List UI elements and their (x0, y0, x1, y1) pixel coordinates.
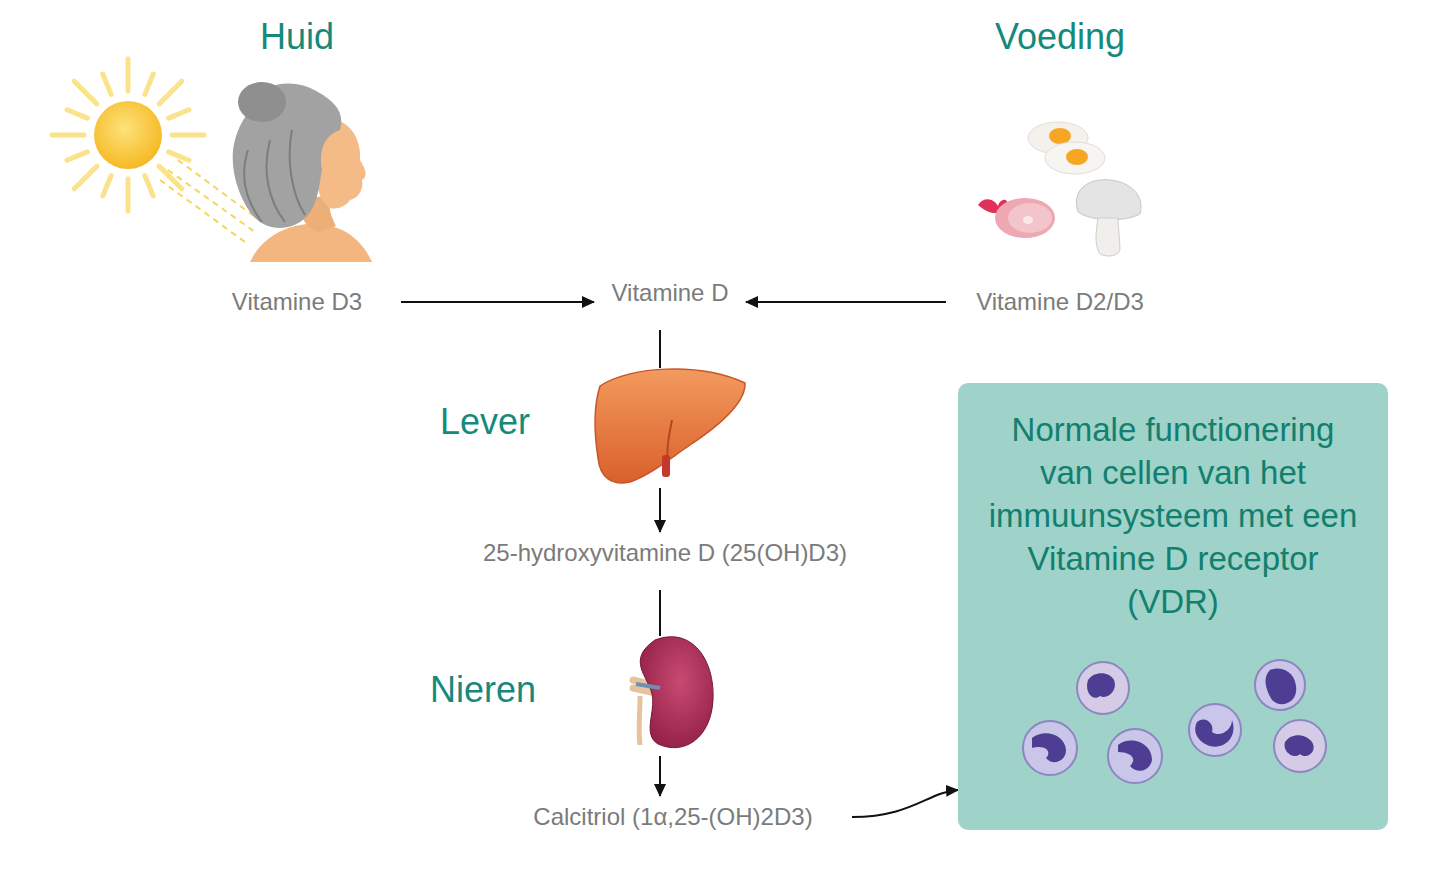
node-text: Nieren (430, 669, 536, 711)
woman-figure (233, 82, 372, 262)
organ-step: Nieren (430, 628, 720, 752)
flow-arrow (401, 301, 594, 303)
node-text: Lever (440, 401, 530, 443)
kidney (633, 637, 713, 748)
flow-label: 25-hydroxyvitamine D (25(OH)D3) (440, 534, 890, 572)
liver (595, 369, 745, 483)
flow-label: Vitamine D (590, 274, 750, 312)
organ-step: Lever (440, 360, 750, 484)
node-text: Normale functionering van cellen van het… (983, 409, 1363, 623)
flow-arrow (746, 301, 946, 303)
sun (52, 59, 262, 242)
source-group: HuidVitamine D3 (187, 16, 407, 316)
flow-arrow (852, 790, 958, 817)
source-group: VoedingVitamine D2/D3 (940, 16, 1180, 316)
flow-arrow (659, 756, 661, 796)
heading: Voeding (995, 16, 1125, 58)
node-text: 25-hydroxyvitamine D (25(OH)D3) (483, 539, 847, 567)
flow-arrow (659, 330, 661, 368)
node-text: Vitamine D2/D3 (976, 288, 1144, 316)
target-box: Normale functionering van cellen van het… (958, 383, 1388, 830)
flow-label: Calcitriol (1α,25-(OH)2D3) (498, 798, 848, 836)
heading: Huid (260, 16, 334, 58)
node-text: Calcitriol (1α,25-(OH)2D3) (533, 803, 812, 831)
flow-arrow (659, 590, 661, 636)
node-text: Vitamine D3 (232, 288, 362, 316)
node-text: Vitamine D (612, 279, 729, 307)
flow-arrow (659, 488, 661, 532)
food (978, 122, 1141, 256)
